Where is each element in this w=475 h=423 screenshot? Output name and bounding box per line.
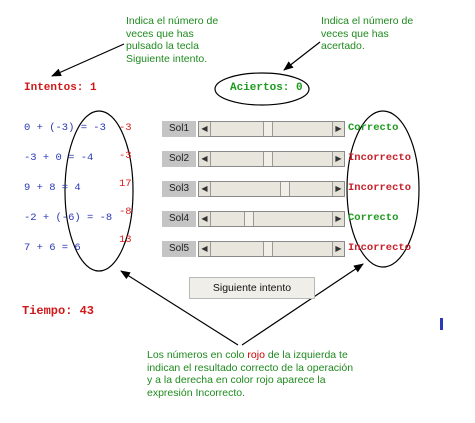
equation-3: 9 + 8 = 4 [24, 182, 81, 194]
slider-4[interactable]: ◀ ▶ [198, 211, 345, 227]
time-counter: Tiempo: 43 [22, 304, 95, 318]
result-2: Incorrecto [348, 152, 412, 164]
annotation-line: pulsado la tecla [126, 40, 199, 52]
annotation-line: expresión Incorrecto. [147, 386, 246, 399]
bottom-annotation: Los números en colo rojo de la izquierda… [147, 349, 353, 399]
sol3-button[interactable]: Sol3 [162, 181, 196, 197]
slider-5[interactable]: ◀ ▶ [198, 241, 345, 257]
answer-4: -8 [119, 206, 132, 218]
annotation-text: de la izquierda te [264, 349, 348, 361]
slider-thumb[interactable] [279, 182, 290, 196]
next-attempt-button[interactable]: Siguiente intento [189, 277, 315, 299]
annotation-line: veces que has [126, 27, 194, 40]
edge-mark [440, 318, 443, 330]
scroll-right-icon[interactable]: ▶ [332, 122, 344, 136]
sol2-button[interactable]: Sol2 [162, 151, 196, 167]
equation-5: 7 + 6 = 6 [24, 242, 81, 254]
answer-2: -3 [119, 150, 132, 162]
annotation-line: y a la derecha en color rojo aparece la [147, 374, 326, 386]
annotation-line: Indica el número de [321, 15, 414, 27]
annotation-line: Los números en colo rojo de la izquierda… [147, 349, 353, 362]
slider-thumb[interactable] [263, 152, 274, 166]
scroll-left-icon[interactable]: ◀ [199, 242, 211, 256]
scroll-right-icon[interactable]: ▶ [332, 242, 344, 256]
answer-5: 13 [119, 234, 132, 246]
annotation-red-word: rojo [247, 349, 265, 361]
answer-1: -3 [119, 122, 132, 134]
correct-ellipse [214, 72, 310, 106]
sol1-button[interactable]: Sol1 [162, 121, 196, 137]
annotation-line: Siguiente intento. [126, 52, 208, 65]
scroll-left-icon[interactable]: ◀ [199, 212, 211, 226]
arrow-to-results [241, 263, 364, 346]
annotation-line: veces que has [321, 27, 389, 40]
result-5: Incorrecto [348, 242, 412, 254]
annotation-line: indican el resultado correcto de la oper… [147, 361, 354, 374]
sol4-button[interactable]: Sol4 [162, 211, 196, 227]
scroll-right-icon[interactable]: ▶ [332, 182, 344, 196]
arrow-to-correct [283, 41, 321, 71]
arrow-to-attempts [51, 43, 125, 77]
results-ellipse [346, 110, 420, 268]
result-1: Correcto [348, 122, 399, 134]
answer-3: 17 [119, 178, 132, 190]
correct-annotation: Indica el número de veces que has acerta… [321, 15, 413, 53]
scroll-left-icon[interactable]: ◀ [199, 122, 211, 136]
scroll-right-icon[interactable]: ▶ [332, 152, 344, 166]
sol5-button[interactable]: Sol5 [162, 241, 196, 257]
correct-counter: Aciertos: 0 [230, 82, 303, 94]
annotation-text: Los números en colo [147, 349, 248, 361]
annotation-line: acertado. [321, 40, 365, 52]
slider-2[interactable]: ◀ ▶ [198, 151, 345, 167]
answers-ellipse [64, 110, 134, 272]
equation-1: 0 + (-3) = -3 [24, 122, 106, 134]
slider-thumb[interactable] [263, 122, 274, 136]
equation-2: -3 + 0 = -4 [24, 152, 94, 164]
slider-1[interactable]: ◀ ▶ [198, 121, 345, 137]
scroll-left-icon[interactable]: ◀ [199, 152, 211, 166]
attempts-annotation: Indica el número de veces que has pulsad… [126, 15, 218, 65]
slider-3[interactable]: ◀ ▶ [198, 181, 345, 197]
scroll-left-icon[interactable]: ◀ [199, 182, 211, 196]
equation-4: -2 + (-6) = -8 [24, 212, 113, 224]
annotation-line: Indica el número de [126, 15, 219, 27]
slider-thumb[interactable] [244, 212, 255, 226]
slider-thumb[interactable] [263, 242, 274, 256]
attempts-counter: Intentos: 1 [24, 82, 97, 94]
arrow-to-answers [120, 270, 239, 346]
result-3: Incorrecto [348, 182, 412, 194]
result-4: Correcto [348, 212, 399, 224]
scroll-right-icon[interactable]: ▶ [332, 212, 344, 226]
